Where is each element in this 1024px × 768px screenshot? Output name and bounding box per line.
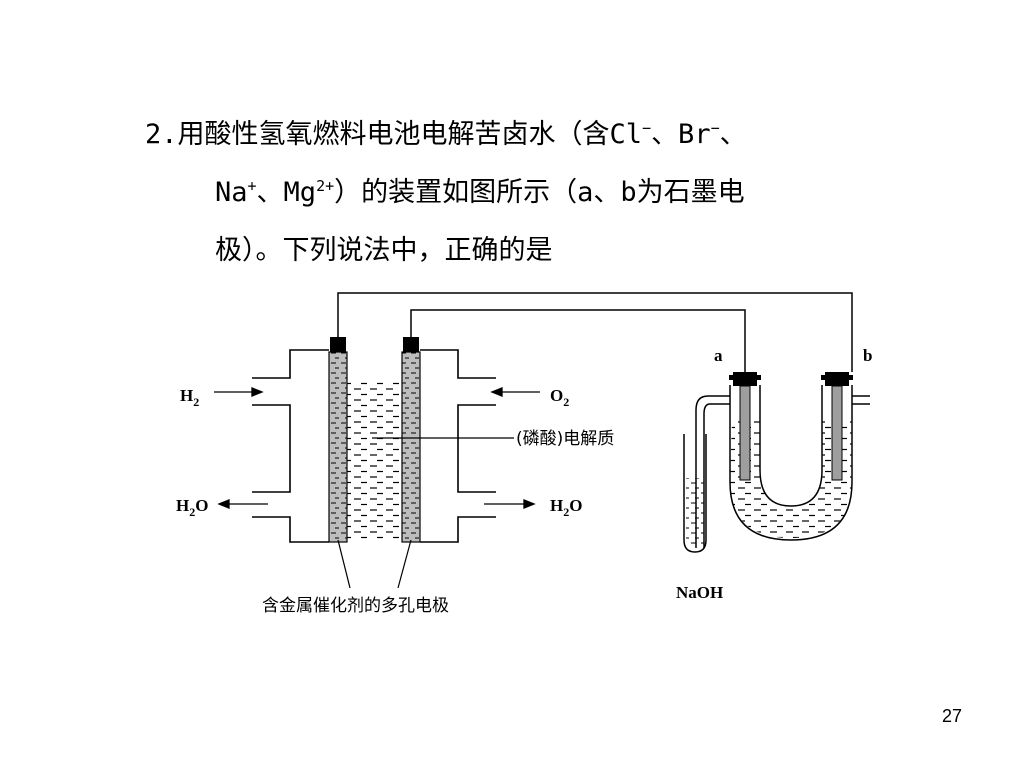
question-line-1: 2.用酸性氢氧燃料电池电解苦卤水（含Cl−、Br−、 xyxy=(145,119,747,150)
q-text-1a: 用酸性氢氧燃料电池电解苦卤水（含Cl xyxy=(177,119,643,150)
label-electrode-caption: 含金属催化剂的多孔电极 xyxy=(262,596,449,616)
graphite-electrode-b xyxy=(831,385,843,481)
label-h2o-right: H2O xyxy=(550,496,582,519)
label-o2: O2 xyxy=(550,386,569,409)
label-h2o-left: H2O xyxy=(176,496,208,519)
h2o-right-h: H xyxy=(550,496,563,515)
sup-mg: 2+ xyxy=(316,177,335,195)
naoh-tube xyxy=(683,434,707,553)
electrode-right-texture xyxy=(402,352,420,542)
h2-sub: 2 xyxy=(193,395,199,409)
label-naoh: NaOH xyxy=(676,583,723,602)
u-tube-liquid xyxy=(730,420,852,538)
label-electrode-b: b xyxy=(863,346,872,365)
q-text-2c: ）的装置如图所示（a、b为石墨电 xyxy=(334,177,745,208)
fuel-cell xyxy=(214,337,540,589)
sup-br: − xyxy=(710,119,720,137)
page-number: 27 xyxy=(941,706,962,726)
electrolysis-u-tube xyxy=(683,372,870,553)
q-text-2b: 、Mg xyxy=(256,177,317,208)
o2-text: O xyxy=(550,386,563,405)
sup-cl: − xyxy=(642,119,652,137)
graphite-electrode-a xyxy=(739,385,751,481)
q-text-2a: Na xyxy=(215,177,248,208)
h2-text: H xyxy=(180,386,193,405)
sup-na: + xyxy=(247,177,257,195)
o2-sub: 2 xyxy=(563,395,569,409)
terminal-left xyxy=(330,337,346,352)
electrolyte-fill xyxy=(347,380,402,542)
question-text: 2.用酸性氢氧燃料电池电解苦卤水（含Cl−、Br−、 Na+、Mg2+）的装置如… xyxy=(145,106,885,280)
stopper-a-rim xyxy=(729,375,761,380)
h2o-right-sub: 2 xyxy=(563,505,569,519)
q-text-1b: 、Br xyxy=(651,119,711,150)
h2o-left-sub: 2 xyxy=(189,505,195,519)
stopper-b-rim xyxy=(821,375,853,380)
question-line-2: Na+、Mg2+）的装置如图所示（a、b为石墨电 xyxy=(145,164,885,222)
question-number: 2. xyxy=(145,119,178,150)
question-line-3: 极）。下列说法中，正确的是 xyxy=(215,235,553,266)
label-electrolyte: (磷酸)电解质 xyxy=(516,429,614,449)
naoh-liquid xyxy=(686,478,704,546)
h2o-left-o: O xyxy=(195,496,208,515)
external-wire xyxy=(337,292,853,372)
q-text-1c: 、 xyxy=(719,119,747,150)
terminal-right xyxy=(403,337,419,352)
electrode-left-texture xyxy=(329,352,347,542)
h2o-right-o: O xyxy=(569,496,582,515)
label-h2: H2 xyxy=(180,386,199,409)
label-electrode-a: a xyxy=(714,346,723,365)
h2o-left-h: H xyxy=(176,496,189,515)
